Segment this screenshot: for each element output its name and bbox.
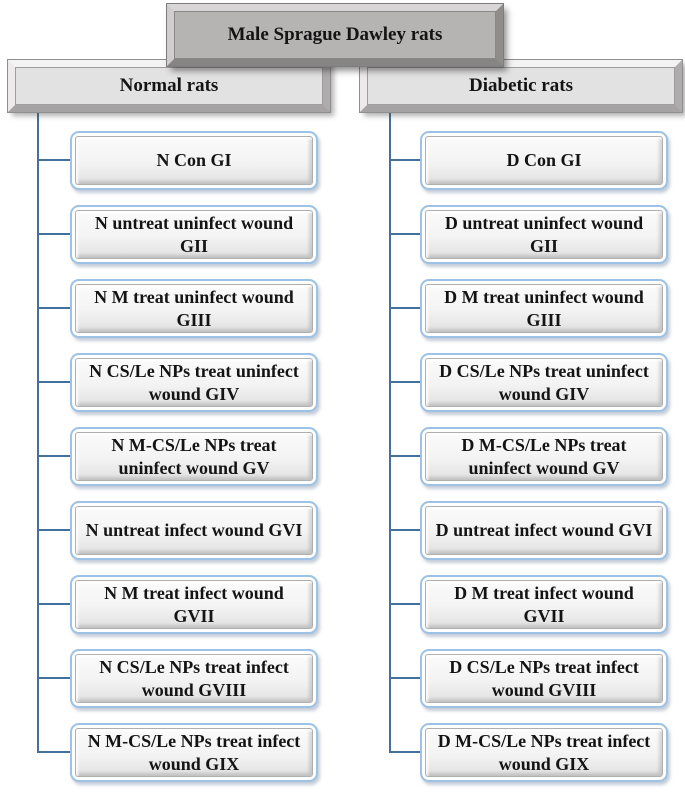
connector-diabetic-stub-1 [389, 159, 420, 161]
node-n-g3: N M treat uninfect wound GIII [70, 279, 318, 338]
node-n-g6-label: N untreat infect wound GVI [75, 506, 313, 555]
connector-diabetic-stub-6 [389, 529, 420, 531]
node-diabetic-header-label: Diabetic rats [469, 75, 573, 96]
node-n-g8: N CS/Le NPs treat infect wound GVIII [70, 649, 318, 708]
node-normal-header-label: Normal rats [119, 75, 219, 96]
node-d-g5: D M-CS/Le NPs treat uninfect wound GV [420, 427, 668, 486]
connector-normal-stub-4 [37, 381, 70, 383]
connector-normal-stub-5 [37, 455, 70, 457]
connector-diabetic-stub-7 [389, 603, 420, 605]
connector-diabetic-stub-3 [389, 307, 420, 309]
connector-diabetic-trunk [389, 112, 391, 753]
node-n-g2-label: N untreat uninfect wound GII [75, 210, 313, 259]
connector-diabetic-stub-8 [389, 677, 420, 679]
connector-normal-stub-3 [37, 307, 70, 309]
node-d-g4-label: D CS/Le NPs treat uninfect wound GIV [425, 358, 663, 407]
node-n-g7: N M treat infect wound GVII [70, 575, 318, 634]
node-d-g7-label: D M treat infect wound GVII [425, 580, 663, 629]
node-d-g9-label: D M-CS/Le NPs treat infect wound GIX [425, 728, 663, 777]
node-n-g4-label: N CS/Le NPs treat uninfect wound GIV [75, 358, 313, 407]
connector-diabetic-stub-5 [389, 455, 420, 457]
node-d-g8-label: D CS/Le NPs treat infect wound GVIII [425, 654, 663, 703]
node-n-g2: N untreat uninfect wound GII [70, 205, 318, 264]
node-d-g9: D M-CS/Le NPs treat infect wound GIX [420, 723, 668, 782]
node-n-g1-label: N Con GI [75, 136, 313, 185]
node-n-g6: N untreat infect wound GVI [70, 501, 318, 560]
connector-diabetic-stub-2 [389, 233, 420, 235]
node-n-g3-label: N M treat uninfect wound GIII [75, 284, 313, 333]
connector-normal-stub-9 [37, 751, 70, 753]
node-d-g2-label: D untreat uninfect wound GII [425, 210, 663, 259]
node-d-g7: D M treat infect wound GVII [420, 575, 668, 634]
node-n-g7-label: N M treat infect wound GVII [75, 580, 313, 629]
node-diabetic-header: Diabetic rats [359, 59, 683, 113]
node-d-g3-label: D M treat uninfect wound GIII [425, 284, 663, 333]
node-d-g6-label: D untreat infect wound GVI [425, 506, 663, 555]
connector-normal-stub-8 [37, 677, 70, 679]
node-d-g3: D M treat uninfect wound GIII [420, 279, 668, 338]
node-root-label: Male Sprague Dawley rats [227, 24, 443, 45]
node-d-g8: D CS/Le NPs treat infect wound GVIII [420, 649, 668, 708]
connector-diabetic-stub-4 [389, 381, 420, 383]
node-n-g1: N Con GI [70, 131, 318, 190]
node-n-g5-label: N M-CS/Le NPs treat uninfect wound GV [75, 432, 313, 481]
node-n-g4: N CS/Le NPs treat uninfect wound GIV [70, 353, 318, 412]
connector-diabetic-stub-9 [389, 751, 420, 753]
node-d-g1: D Con GI [420, 131, 668, 190]
node-d-g6: D untreat infect wound GVI [420, 501, 668, 560]
node-n-g9: N M-CS/Le NPs treat infect wound GIX [70, 723, 318, 782]
node-n-g9-label: N M-CS/Le NPs treat infect wound GIX [75, 728, 313, 777]
connector-normal-stub-2 [37, 233, 70, 235]
node-root: Male Sprague Dawley rats [166, 3, 504, 67]
node-normal-header: Normal rats [7, 59, 331, 113]
connector-normal-stub-7 [37, 603, 70, 605]
node-d-g2: D untreat uninfect wound GII [420, 205, 668, 264]
node-d-g4: D CS/Le NPs treat uninfect wound GIV [420, 353, 668, 412]
node-d-g1-label: D Con GI [425, 136, 663, 185]
connector-normal-trunk [37, 112, 39, 753]
connector-normal-stub-1 [37, 159, 70, 161]
connector-normal-stub-6 [37, 529, 70, 531]
node-d-g5-label: D M-CS/Le NPs treat uninfect wound GV [425, 432, 663, 481]
node-n-g5: N M-CS/Le NPs treat uninfect wound GV [70, 427, 318, 486]
node-n-g8-label: N CS/Le NPs treat infect wound GVIII [75, 654, 313, 703]
